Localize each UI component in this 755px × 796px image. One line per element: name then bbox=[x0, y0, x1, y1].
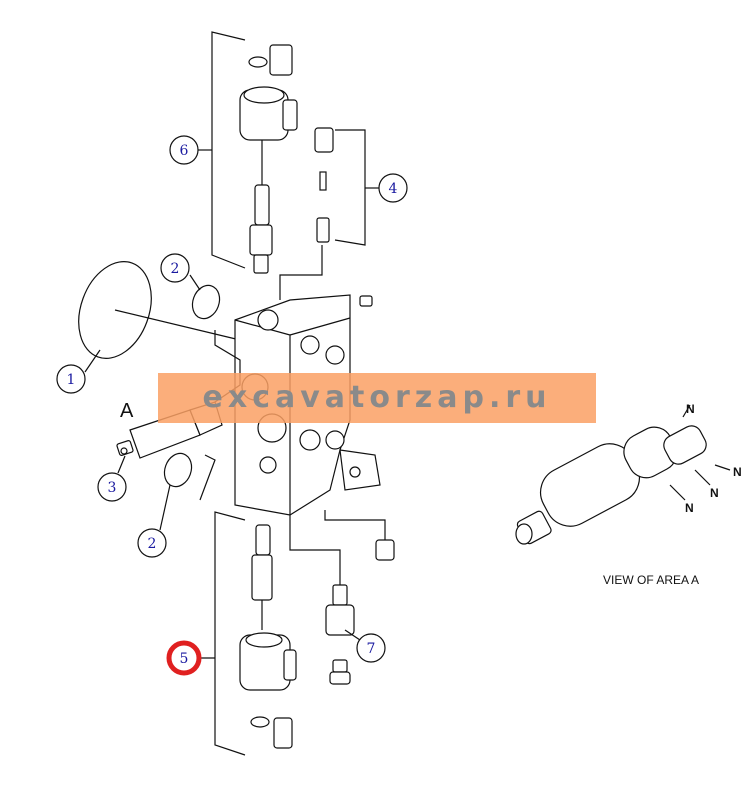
note-n-2: N bbox=[733, 465, 742, 479]
solenoid-lower bbox=[239, 524, 297, 749]
detail-view-area-a: N N N N bbox=[515, 402, 742, 545]
callout-number: 1 bbox=[67, 372, 76, 388]
callout-number: 4 bbox=[389, 181, 398, 197]
callout-2: 2 bbox=[160, 253, 190, 283]
leader-line bbox=[159, 484, 171, 531]
o-ring-large bbox=[78, 260, 152, 360]
bracket-4 bbox=[334, 129, 380, 246]
leader-line bbox=[189, 274, 201, 291]
note-n-1: N bbox=[686, 402, 695, 416]
view-of-area-a-label: VIEW OF AREA A bbox=[603, 573, 700, 587]
callouts: 6 4 2 1 3 2 5 7 bbox=[56, 135, 408, 676]
callout-number: 3 bbox=[108, 480, 117, 496]
leader-line bbox=[117, 455, 126, 474]
callout-6: 6 bbox=[169, 135, 199, 165]
note-n-3: N bbox=[710, 486, 719, 500]
callout-2: 2 bbox=[137, 528, 167, 558]
o-ring-lower bbox=[163, 452, 193, 488]
bracket-5 bbox=[198, 511, 246, 756]
o-ring-upper bbox=[191, 284, 221, 320]
callout-number: 7 bbox=[367, 641, 376, 657]
callout-1: 1 bbox=[56, 364, 86, 394]
sensor-assembly bbox=[289, 510, 395, 685]
bracket-6 bbox=[198, 31, 246, 269]
leader-line bbox=[84, 349, 101, 373]
callout-number: 2 bbox=[148, 536, 157, 552]
callout-circle bbox=[378, 173, 408, 203]
callout-3: 3 bbox=[97, 472, 127, 502]
callout-number: 6 bbox=[180, 143, 189, 159]
solenoid-upper bbox=[239, 44, 298, 274]
callout-5: 5 bbox=[166, 640, 202, 676]
callout-circle bbox=[169, 135, 199, 165]
callout-7: 7 bbox=[356, 633, 386, 663]
plug-assembly bbox=[279, 127, 334, 300]
callout-circle bbox=[166, 640, 202, 676]
callout-circle bbox=[97, 472, 127, 502]
callout-circle bbox=[56, 364, 86, 394]
note-n-4: N bbox=[685, 501, 694, 515]
area-a-label: A bbox=[120, 400, 134, 422]
callout-circle bbox=[137, 528, 167, 558]
watermark: excavatorzap.ru bbox=[158, 373, 596, 423]
callout-circle bbox=[356, 633, 386, 663]
callout-circle bbox=[160, 253, 190, 283]
callout-number: 5 bbox=[180, 651, 189, 667]
callout-4: 4 bbox=[378, 173, 408, 203]
leader-line bbox=[344, 629, 361, 641]
callout-number: 2 bbox=[171, 261, 180, 277]
